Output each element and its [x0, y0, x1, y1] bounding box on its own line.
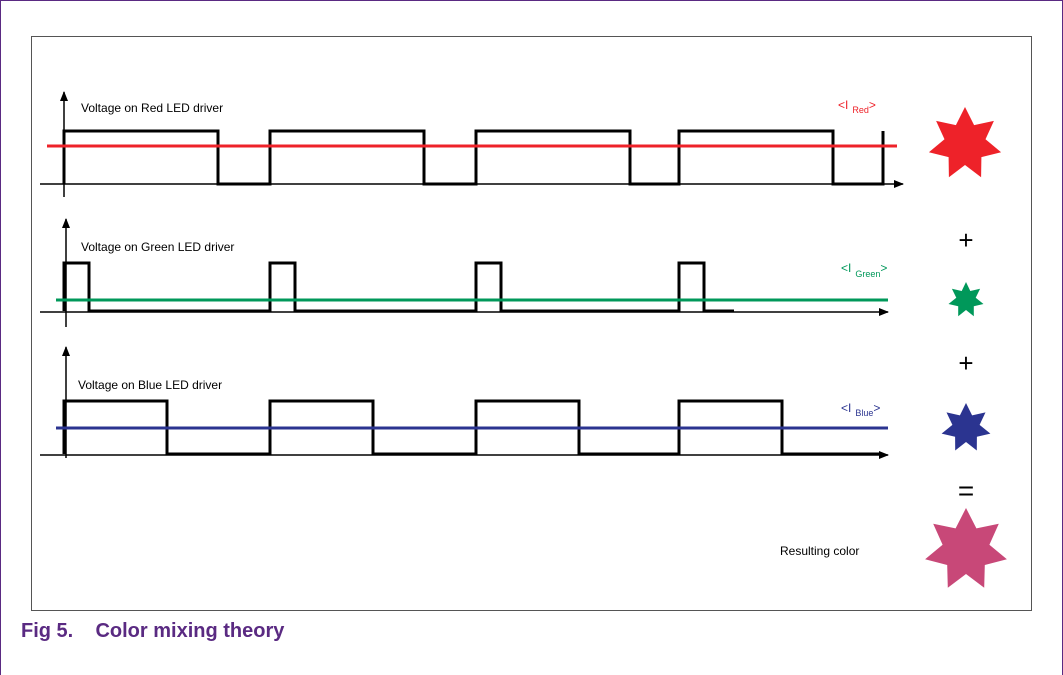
figure-box — [31, 36, 1032, 611]
blue-pwm-waveform — [62, 399, 881, 456]
figure-caption: Fig 5. Color mixing theory — [21, 620, 285, 642]
green-channel-label: Voltage on Green LED driver — [81, 240, 234, 254]
plus-operator-2: + — [958, 348, 973, 378]
red-pwm-waveform — [62, 129, 885, 186]
resulting-color-label: Resulting color — [780, 544, 859, 558]
red-star-icon — [928, 107, 1002, 178]
blue-star-icon — [941, 403, 991, 451]
equals-operator: = — [958, 475, 974, 506]
green-star-icon — [948, 282, 984, 317]
resulting-color-star-icon — [925, 508, 1007, 588]
blue-channel-label: Voltage on Blue LED driver — [78, 378, 222, 392]
plus-operator-1: + — [958, 225, 973, 255]
red-channel-label: Voltage on Red LED driver — [81, 101, 223, 115]
green-pwm-waveform — [62, 261, 734, 313]
